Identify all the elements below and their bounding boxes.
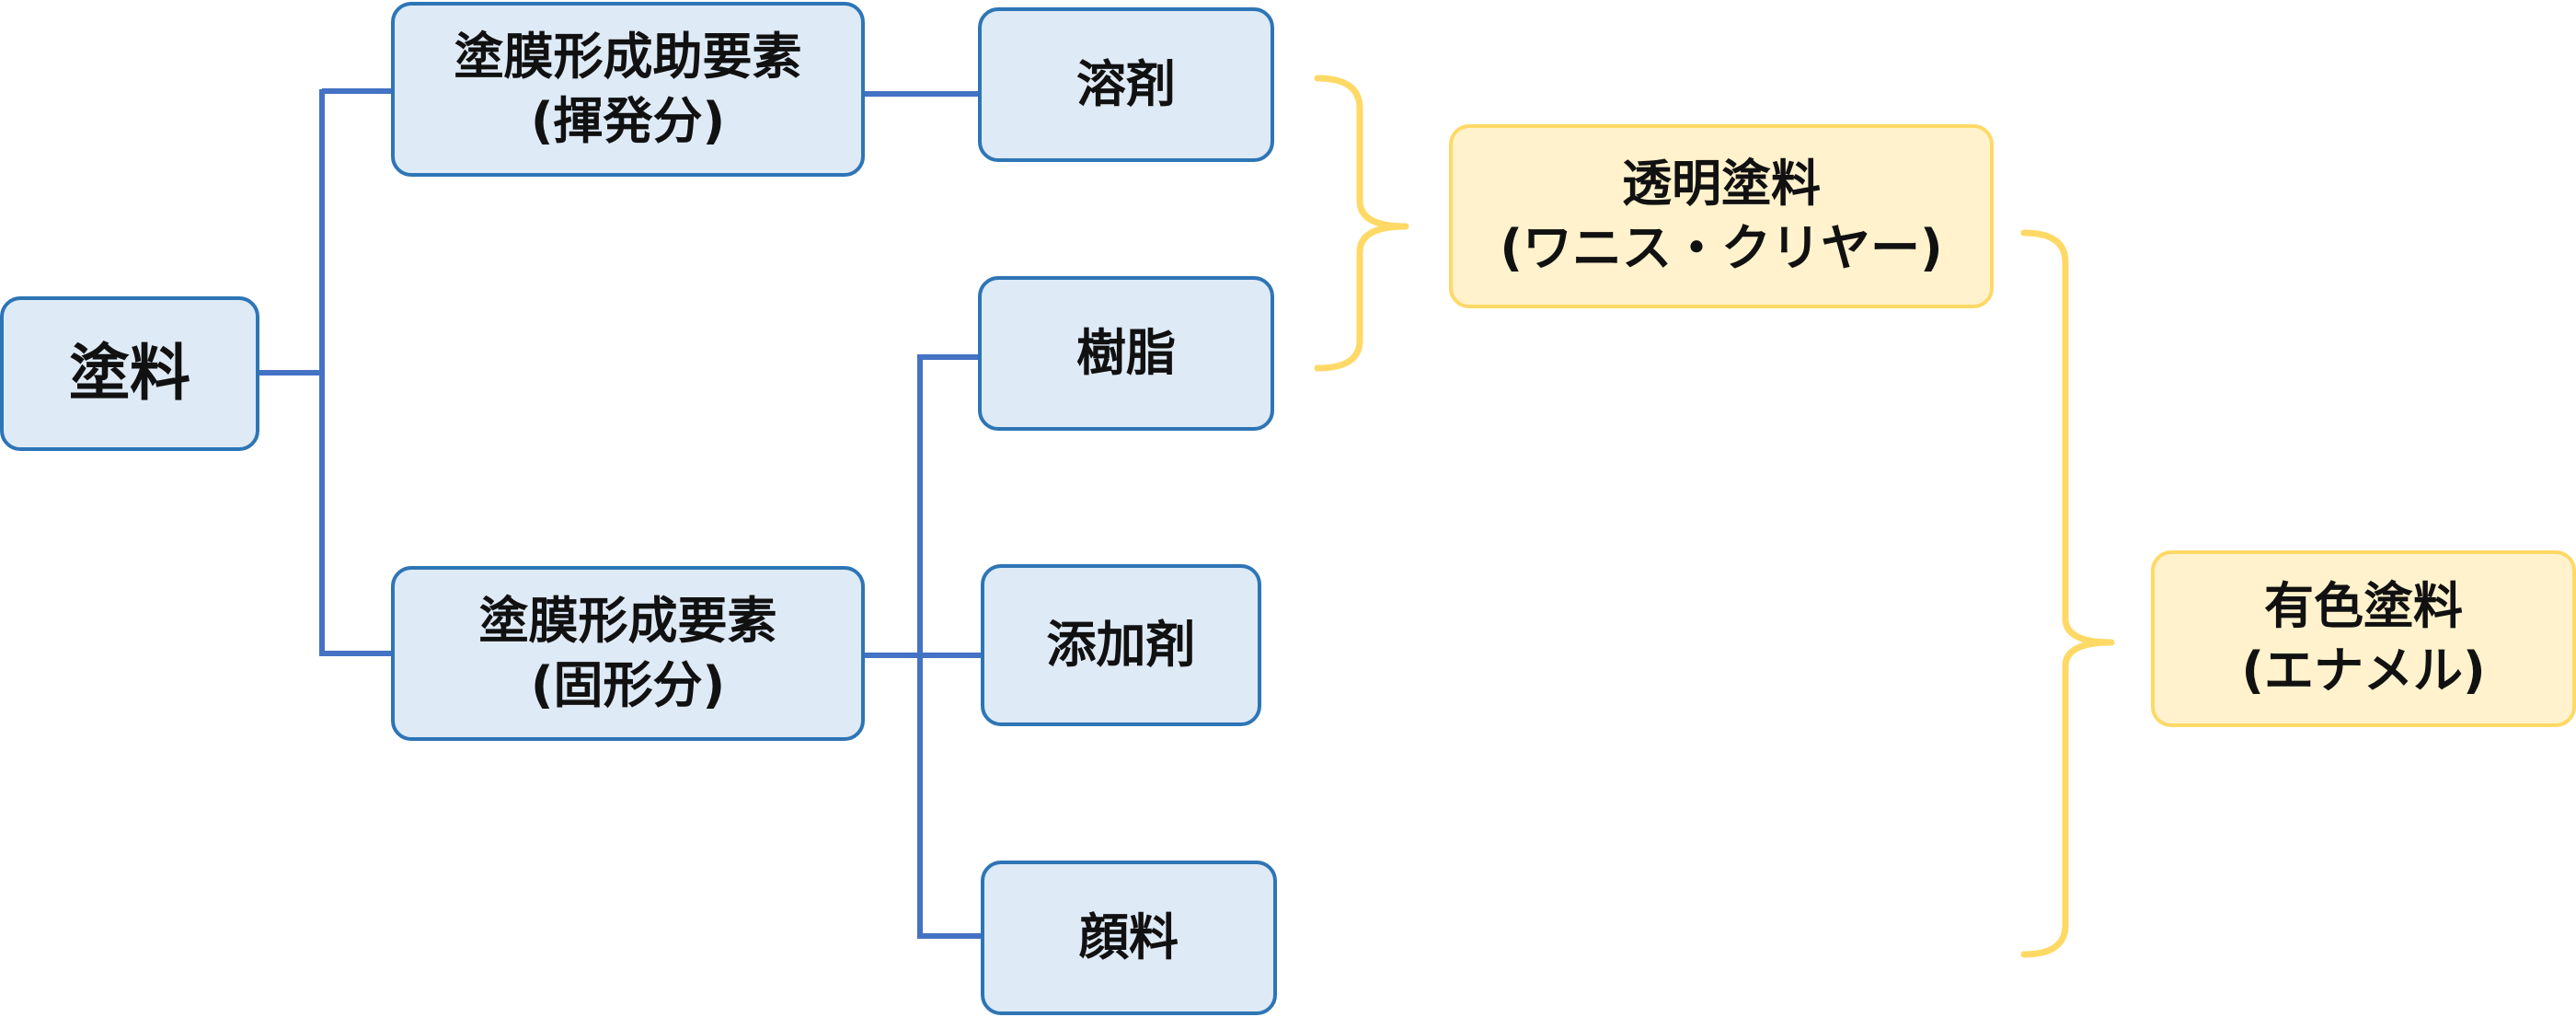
node-solvent: 溶剤 xyxy=(978,7,1274,162)
node-pigment: 顔料 xyxy=(981,861,1277,1015)
node-film-forming-auxiliary-subtitle: (揮発分) xyxy=(530,92,726,150)
node-resin-label: 樹脂 xyxy=(1076,323,1176,382)
brace-colored-paint xyxy=(2020,229,2115,958)
node-film-forming-element-subtitle: (固形分) xyxy=(530,656,726,714)
node-clear-paint: 透明塗料 (ワニス・クリヤー) xyxy=(1449,124,1994,308)
node-additive-label: 添加剤 xyxy=(1046,615,1196,674)
node-pigment-label: 顔料 xyxy=(1079,907,1179,966)
node-paint-label: 塗料 xyxy=(69,338,190,410)
node-colored-paint-subtitle: (エナメル) xyxy=(2241,641,2486,699)
node-film-forming-element-title: 塗膜形成要素 xyxy=(478,591,777,650)
node-colored-paint-title: 有色塗料 xyxy=(2264,576,2463,635)
node-clear-paint-title: 透明塗料 xyxy=(1622,154,1821,213)
node-solvent-label: 溶剤 xyxy=(1076,54,1176,113)
node-colored-paint: 有色塗料 (エナメル) xyxy=(2151,550,2576,727)
node-paint: 塗料 xyxy=(0,296,259,451)
node-film-forming-auxiliary: 塗膜形成助要素 (揮発分) xyxy=(391,2,865,177)
node-additive: 添加剤 xyxy=(981,564,1261,726)
node-clear-paint-subtitle: (ワニス・クリヤー) xyxy=(1500,219,1943,277)
node-film-forming-auxiliary-title: 塗膜形成助要素 xyxy=(454,27,802,86)
brace-clear-paint xyxy=(1314,75,1409,372)
node-resin: 樹脂 xyxy=(978,276,1274,431)
node-film-forming-element: 塗膜形成要素 (固形分) xyxy=(391,566,865,741)
